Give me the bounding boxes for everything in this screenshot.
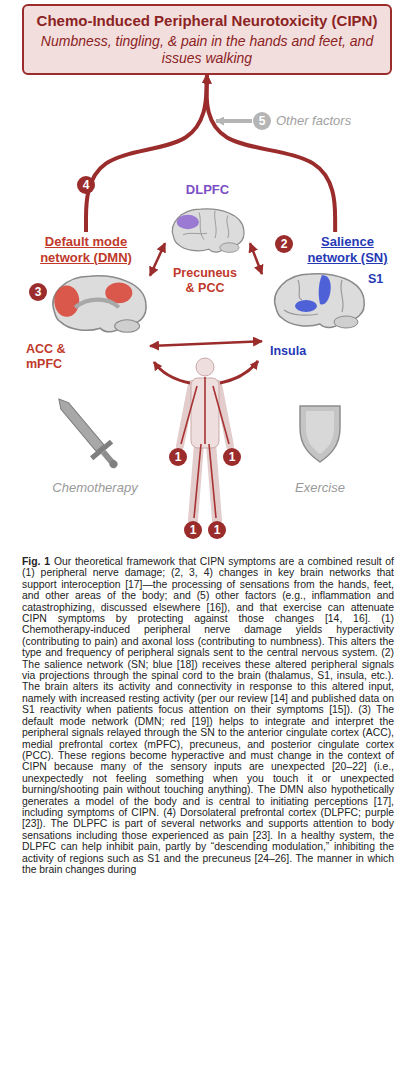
network-group: Salience network (SN) S1Insula	[262, 232, 395, 372]
peripheral-nerves	[181, 377, 229, 518]
shield-icon	[300, 406, 340, 462]
figure-caption: Fig. 1Our theoretical framework that CIP…	[22, 556, 394, 875]
figure-number: Fig. 1	[22, 556, 50, 567]
callout-number: 2	[275, 235, 293, 253]
other-factors-arrow	[216, 119, 252, 123]
s1-region	[319, 275, 331, 305]
sword-icon	[49, 391, 126, 476]
box-body: Numbness, tingling, & pain in the hands …	[34, 33, 380, 67]
cerebellum	[220, 243, 239, 253]
region-label: DLPFC	[165, 182, 250, 198]
sn-brain	[275, 274, 365, 328]
callout-number: 4	[77, 176, 95, 194]
connector-arrow	[150, 243, 165, 276]
icon-group: Chemotherapy	[30, 395, 160, 495]
outcome-box: Chemo-Induced Peripheral Neurotoxicity (…	[22, 4, 392, 75]
signal-arrow	[154, 362, 190, 383]
network-heading: Salience network (SN)	[300, 234, 395, 265]
icon-label: Exercise	[270, 480, 370, 495]
callout-number: 1	[208, 521, 226, 539]
sword-pommel	[108, 458, 119, 469]
brain-outline	[275, 274, 365, 328]
brain-outline	[53, 276, 146, 332]
shield-inner	[306, 411, 334, 454]
corpus-callosum	[75, 300, 119, 308]
annotation-label: Other factors	[276, 113, 351, 128]
region-label: S1	[368, 272, 383, 287]
caption-text: Our theoretical framework that CIPN symp…	[22, 556, 394, 875]
dmn-brain	[53, 276, 146, 332]
connector-arrow	[86, 75, 207, 232]
brain-folds	[183, 211, 229, 240]
mpfc-acc-region	[54, 286, 79, 317]
signal-arrow	[220, 361, 258, 383]
cerebellum	[115, 320, 140, 332]
region-label: ACC & mPFC	[26, 342, 88, 372]
annotation-label: Precuneus & PCC	[170, 266, 240, 296]
dlpfc-brain	[172, 209, 244, 252]
callout-number: 3	[29, 283, 47, 301]
connector-arrow	[150, 341, 262, 346]
cerebellum	[334, 316, 358, 328]
brain-folds	[284, 280, 343, 315]
network-group: Default mode network (DMN) ACC & mPFC	[22, 232, 150, 378]
box-heading: Chemo-Induced Peripheral Neurotoxicity (…	[34, 12, 380, 30]
body-head	[196, 358, 214, 376]
brain-outline	[172, 209, 244, 252]
insula-region	[295, 300, 317, 312]
region-label: Insula	[270, 344, 306, 359]
sword-blade	[55, 396, 104, 451]
icon-group: Exercise	[270, 395, 370, 495]
connector-arrow	[250, 243, 262, 274]
icon-label: Chemotherapy	[30, 480, 160, 495]
dlpfc-region	[177, 215, 199, 229]
network-heading: Default mode network (DMN)	[22, 234, 150, 265]
body-legs	[193, 444, 217, 520]
brain-region-group: DLPFC	[165, 182, 250, 254]
callout-number: 5	[253, 112, 271, 130]
callout-number: 1	[169, 448, 187, 466]
callout-number: 1	[184, 521, 202, 539]
human-body	[154, 358, 258, 520]
connector-arrow	[207, 75, 336, 232]
callout-number: 1	[223, 448, 241, 466]
